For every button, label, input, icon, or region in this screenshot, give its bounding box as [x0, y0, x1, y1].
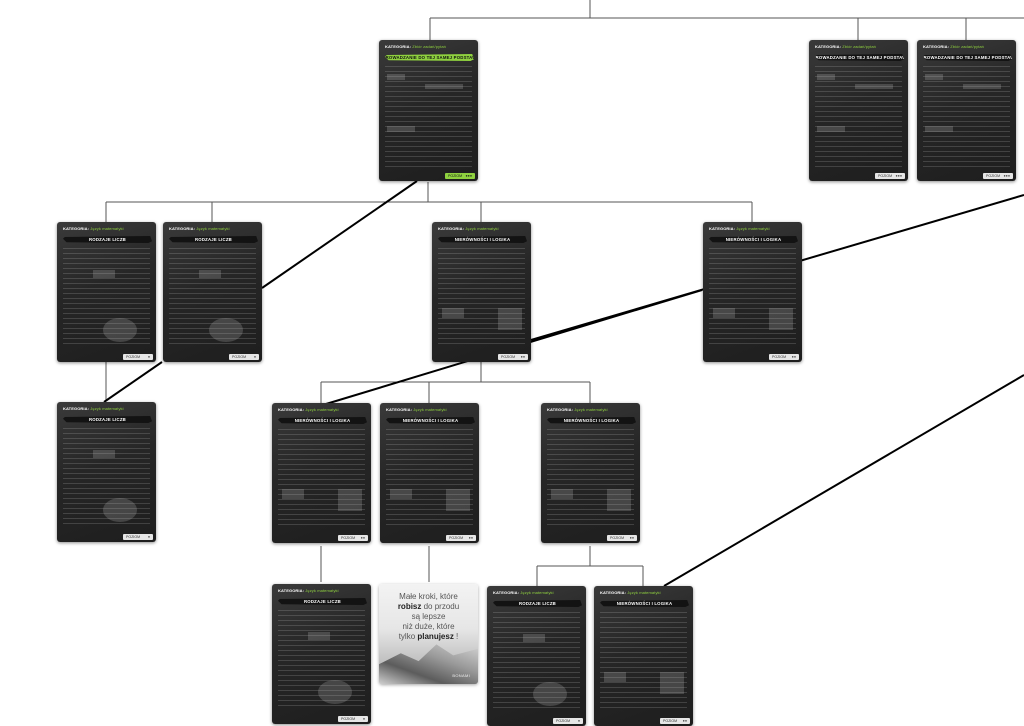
card-footer: POZIOM●: [57, 532, 156, 542]
card-category: KATEGORIA: Język matematyki: [63, 226, 124, 231]
card-content: [278, 610, 365, 710]
card-content: [709, 248, 796, 348]
level-badge: POZIOM●●: [769, 354, 799, 360]
card-category: KATEGORIA: Zbiór zadań/pytań: [815, 44, 876, 49]
card-footer: POZIOM●●: [541, 533, 640, 543]
card-footer: POZIOM●●●: [917, 171, 1016, 181]
level-badge: POZIOM●●: [446, 535, 476, 541]
card-category: KATEGORIA: Język matematyki: [547, 407, 608, 412]
card-title: NIERÓWNOŚCI I LOGIKA: [278, 417, 367, 424]
card-category: KATEGORIA: Zbiór zadań/pytań: [923, 44, 984, 49]
card-content: [385, 66, 472, 167]
card-footer: POZIOM●●: [594, 716, 693, 726]
card-title: RODZAJE LICZB: [278, 598, 367, 605]
level-badge: POZIOM●●●: [875, 173, 905, 179]
card-footer: POZIOM●: [57, 352, 156, 362]
card-content: [923, 66, 1010, 167]
card-category: KATEGORIA: Język matematyki: [63, 406, 124, 411]
card-category: KATEGORIA: Język matematyki: [169, 226, 230, 231]
level-badge: POZIOM●●: [607, 535, 637, 541]
card-title: SPROWADZANIE DO TEJ SAMEJ PODSTAWY: [809, 54, 908, 61]
card-c12[interactable]: KATEGORIA: Język matematyki RODZAJE LICZ…: [272, 584, 371, 724]
card-footer: POZIOM●●●: [809, 171, 908, 181]
level-badge: POZIOM●●: [498, 354, 528, 360]
card-c6[interactable]: KATEGORIA: Język matematyki NIERÓWNOŚCI …: [432, 222, 531, 362]
level-badge: POZIOM●: [229, 354, 259, 360]
card-content: [386, 429, 473, 529]
card-c9[interactable]: KATEGORIA: Język matematyki NIERÓWNOŚCI …: [272, 403, 371, 543]
card-category: KATEGORIA: Język matematyki: [278, 588, 339, 593]
card-category: KATEGORIA: Język matematyki: [709, 226, 770, 231]
card-content: [815, 66, 902, 167]
card-c2[interactable]: KATEGORIA: Zbiór zadań/pytań SPROWADZANI…: [809, 40, 908, 181]
card-content: [278, 429, 365, 529]
card-content: [169, 248, 256, 348]
card-title: RODZAJE LICZB: [493, 600, 582, 607]
card-footer: POZIOM●: [163, 352, 262, 362]
card-category: KATEGORIA: Język matematyki: [438, 226, 499, 231]
card-content: [63, 428, 150, 528]
card-footer: POZIOM●●: [703, 352, 802, 362]
card-footer: POZIOM●: [487, 716, 586, 726]
card-title: RODZAJE LICZB: [169, 236, 258, 243]
card-title: NIERÓWNOŚCI I LOGIKA: [600, 600, 689, 607]
level-badge: POZIOM●●: [660, 718, 690, 724]
card-c1[interactable]: KATEGORIA: Zbiór zadań/pytań SPROWADZANI…: [379, 40, 478, 181]
card-c3[interactable]: KATEGORIA: Zbiór zadań/pytań SPROWADZANI…: [917, 40, 1016, 181]
card-title: SPROWADZANIE DO TEJ SAMEJ PODSTAWY: [917, 54, 1016, 61]
card-content: [63, 248, 150, 348]
card-title: NIERÓWNOŚCI I LOGIKA: [709, 236, 798, 243]
card-c8[interactable]: KATEGORIA: Język matematyki RODZAJE LICZ…: [57, 402, 156, 542]
motivational-quote-card[interactable]: Małe kroki, które robisz do przodu są le…: [379, 584, 478, 684]
card-category: KATEGORIA: Język matematyki: [278, 407, 339, 412]
level-badge: POZIOM●: [338, 716, 368, 722]
card-footer: POZIOM●●: [432, 352, 531, 362]
level-badge: POZIOM●●●: [983, 173, 1013, 179]
quote-text: Małe kroki, które robisz do przodu są le…: [397, 592, 460, 641]
card-title: NIERÓWNOŚCI I LOGIKA: [438, 236, 527, 243]
card-c10[interactable]: KATEGORIA: Język matematyki NIERÓWNOŚCI …: [380, 403, 479, 543]
card-title: RODZAJE LICZB: [63, 416, 152, 423]
card-content: [493, 612, 580, 712]
card-category: KATEGORIA: Język matematyki: [386, 407, 447, 412]
card-c11[interactable]: KATEGORIA: Język matematyki NIERÓWNOŚCI …: [541, 403, 640, 543]
card-content: [600, 612, 687, 712]
card-c15[interactable]: KATEGORIA: Język matematyki NIERÓWNOŚCI …: [594, 586, 693, 726]
card-title: SPROWADZANIE DO TEJ SAMEJ PODSTAWY: [379, 54, 478, 61]
card-c4[interactable]: KATEGORIA: Język matematyki RODZAJE LICZ…: [57, 222, 156, 362]
card-footer: POZIOM●●●: [379, 171, 478, 181]
level-badge: POZIOM●: [123, 534, 153, 540]
card-c5[interactable]: KATEGORIA: Język matematyki RODZAJE LICZ…: [163, 222, 262, 362]
brand-logo: BONAMI: [452, 673, 470, 678]
card-footer: POZIOM●●: [272, 533, 371, 543]
card-title: RODZAJE LICZB: [63, 236, 152, 243]
card-c7[interactable]: KATEGORIA: Język matematyki NIERÓWNOŚCI …: [703, 222, 802, 362]
card-footer: POZIOM●●: [380, 533, 479, 543]
card-category: KATEGORIA: Zbiór zadań/pytań: [385, 44, 446, 49]
level-badge: POZIOM●●●: [445, 173, 475, 179]
card-c14[interactable]: KATEGORIA: Język matematyki RODZAJE LICZ…: [487, 586, 586, 726]
card-category: KATEGORIA: Język matematyki: [493, 590, 554, 595]
level-badge: POZIOM●●: [338, 535, 368, 541]
level-badge: POZIOM●: [553, 718, 583, 724]
card-title: NIERÓWNOŚCI I LOGIKA: [547, 417, 636, 424]
card-footer: POZIOM●: [272, 714, 371, 724]
card-category: KATEGORIA: Język matematyki: [600, 590, 661, 595]
card-content: [547, 429, 634, 529]
card-title: NIERÓWNOŚCI I LOGIKA: [386, 417, 475, 424]
card-content: [438, 248, 525, 348]
level-badge: POZIOM●: [123, 354, 153, 360]
